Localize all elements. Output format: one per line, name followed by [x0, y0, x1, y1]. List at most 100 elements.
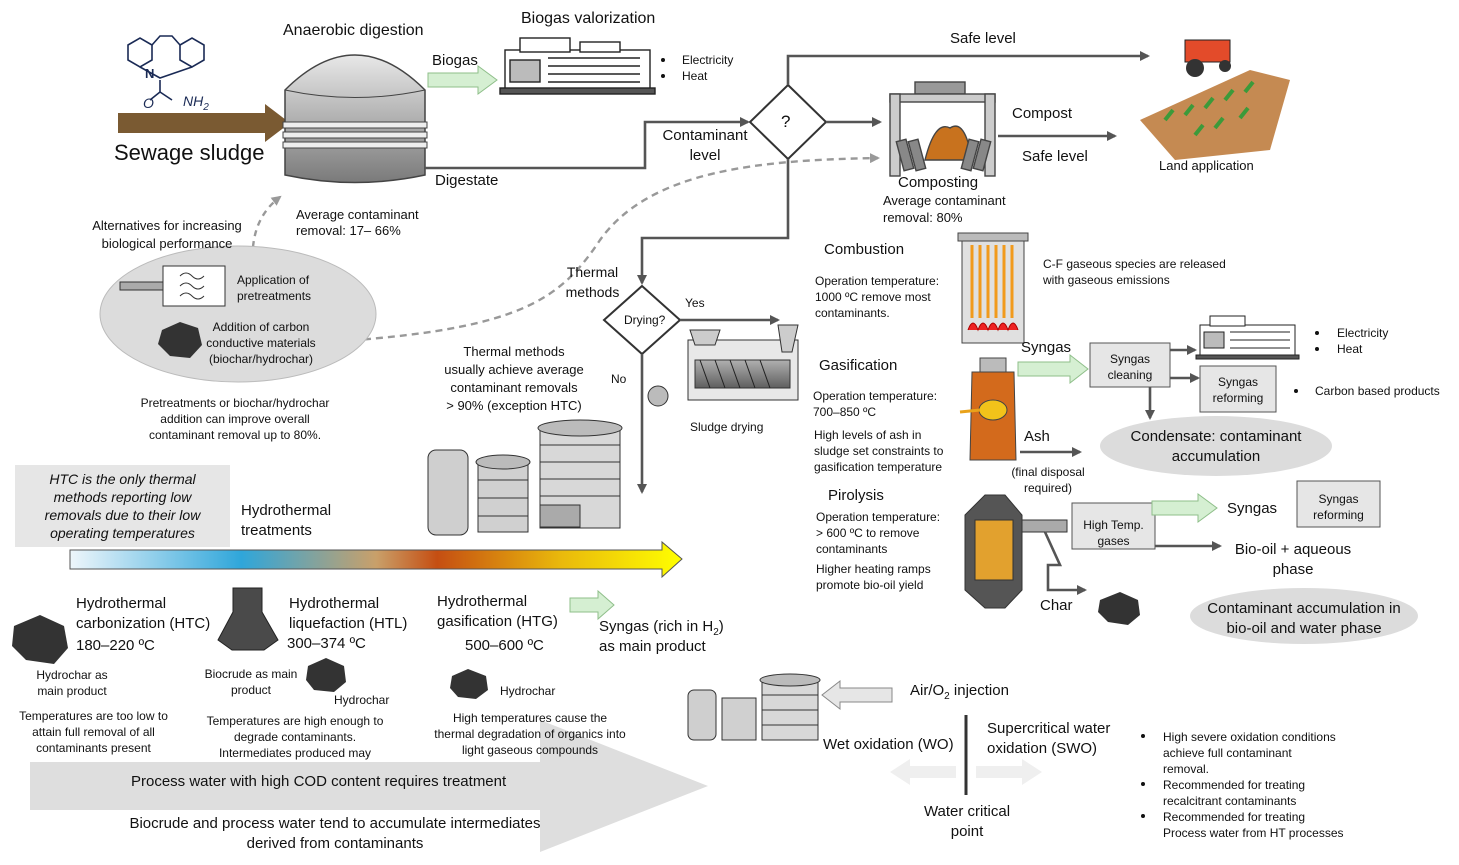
combustion-gas-note: C-F gaseous species are released with ga… [1043, 257, 1226, 287]
htl-temp: 300–374 ºC [287, 635, 366, 652]
final-disposal-label: (final disposal required) [1011, 465, 1085, 495]
safe-level-line [786, 51, 1150, 85]
combustion-title: Combustion [824, 241, 905, 258]
anaerobic-digestion-label: Anaerobic digestion [283, 22, 424, 39]
htc-hydrochar-icon [12, 615, 68, 664]
decision-question-mark: ? [781, 112, 791, 131]
htl-title: Hydrothermal liquefaction (HTL) [289, 595, 408, 632]
pyrolysis-reactor-icon [964, 494, 1087, 609]
thermal-methods-label: Thermal methods [565, 264, 620, 300]
biocrude-note: Biocrude and process water tend to accum… [129, 815, 541, 852]
alternatives-note: Pretreatments or biochar/hydrochar addit… [140, 396, 330, 442]
sludge-dryer-icon [647, 324, 799, 407]
high-temp-gases-label: High Temp. gases [1083, 518, 1144, 548]
syngas-main-label: Syngas (rich in H2) [599, 618, 724, 638]
pyrolysis-op: Operation temperature: > 600 ºC to remov… [816, 510, 941, 556]
pyrolysis-ramps: Higher heating ramps promote bio-oil yie… [816, 562, 931, 592]
gasification-title: Gasification [819, 357, 898, 374]
carbamazepine-molecule-icon [127, 35, 205, 101]
high-temp-gases-box [1071, 502, 1156, 550]
alternatives-header: Alternatives for increasing biological p… [92, 218, 242, 251]
contaminant-level-label: Contaminant level [662, 127, 748, 164]
molecule-nh2-label: NH2 [183, 93, 209, 113]
composting-icon [889, 81, 996, 177]
pretreatments-label: Application of pretreatments [237, 273, 312, 303]
sewage-sludge-arrow [118, 104, 290, 142]
gasification-ash-note: High levels of ash in sludge set constra… [814, 428, 944, 474]
htl-hydrochar-icon [306, 658, 346, 692]
syngas-reforming-box-2 [1296, 480, 1381, 528]
htl-product: Biocrude as main product [204, 667, 298, 697]
tractor-field-icon [1140, 39, 1290, 160]
htg-hydrochar-icon [450, 669, 488, 699]
biochar-icon [158, 322, 202, 358]
sludge-drying-label: Sludge drying [690, 420, 764, 434]
oxidation-bullet-3: Recommended for treating Process water f… [1163, 810, 1344, 840]
ad-removal-label: Average contaminant removal: 17– 66% [296, 207, 419, 238]
safe-level-right-label: Safe level [1022, 148, 1088, 165]
pretreatment-device-icon [119, 265, 226, 307]
oxidation-bullet-2: Recommended for treating recalcitrant co… [1163, 778, 1306, 808]
char-label: Char [1040, 597, 1073, 614]
carbon-materials-label: Addition of carbon conductive materials … [206, 320, 316, 366]
heat-label: Heat [682, 69, 708, 83]
digestate-line [425, 117, 750, 170]
combustion-furnace-icon [957, 232, 1029, 344]
gasifier-icon [959, 357, 1017, 461]
water-critical-point-label: Water critical point [923, 803, 1011, 840]
drying-label: Drying? [624, 313, 666, 327]
wet-oxidation-label: Wet oxidation (WO) [823, 736, 954, 753]
htc-note-box [15, 465, 230, 547]
htg-temp: 500–600 ºC [465, 637, 544, 654]
htc-note: HTC is the only thermal methods reportin… [44, 471, 201, 541]
compost-label: Compost [1012, 105, 1073, 122]
htl-hydrochar: Hydrochar [334, 693, 390, 707]
hydrothermal-plant-icon [427, 419, 623, 536]
pyrolysis-reforming-label: Syngas reforming [1313, 492, 1364, 522]
htc-note-2: Temperatures are too low to attain full … [19, 709, 168, 755]
swo-label: Supercritical water oxidation (SWO) [987, 720, 1111, 757]
pyrolysis-syngas-label: Syngas [1227, 500, 1278, 517]
pyrolysis-title: Pirolysis [828, 487, 884, 504]
syngas-cleaning-box [1089, 342, 1171, 388]
composting-label: Composting [898, 174, 979, 191]
molecule-o-label: O [143, 95, 154, 111]
htc-product: Hydrochar as main product [36, 668, 108, 698]
accumulation-label: Contaminant accumulation in bio-oil and … [1207, 600, 1401, 637]
ash-label: Ash [1024, 428, 1050, 445]
oxidation-bullet-1: High severe oxidation conditions achieve… [1163, 730, 1336, 776]
process-water-label: Process water with high COD content requ… [131, 773, 507, 790]
combustion-op: Operation temperature: 1000 ºC remove mo… [815, 274, 940, 320]
gas-electricity-label: Electricity [1337, 326, 1389, 340]
syngas-reforming-box [1199, 365, 1277, 413]
electricity-label: Electricity [682, 53, 734, 67]
htc-temp: 180–220 ºC [76, 637, 155, 654]
hydrothermal-treatments-label: Hydrothermal treatments [241, 502, 332, 539]
air-injection-label: Air/O2 injection [910, 682, 1009, 702]
htc-title: Hydrothermal carbonization (HTC) [76, 595, 211, 632]
flask-icon [217, 587, 279, 651]
process-water-arrow [30, 720, 708, 852]
biogas-arrow [427, 65, 498, 95]
yes-label: Yes [685, 296, 705, 310]
accumulation-ellipse [1190, 588, 1418, 644]
htg-hydrochar: Hydrochar [500, 684, 556, 698]
sewage-sludge-label: Sewage sludge [114, 140, 265, 165]
no-label: No [611, 372, 627, 386]
syngas-reforming-label: Syngas reforming [1212, 375, 1264, 405]
temperature-gradient-arrow [69, 540, 683, 579]
syngas-cleaning-label: Syngas cleaning [1107, 352, 1153, 382]
gas-heat-label: Heat [1337, 342, 1363, 356]
land-application-label: Land application [1159, 158, 1254, 173]
composting-removal-label: Average contaminant removal: 80% [883, 193, 1006, 225]
syngas-main-label-2: as main product [599, 638, 706, 655]
condensate-label: Condensate: contaminant accumulation [1130, 428, 1302, 465]
generator-small-icon [1195, 315, 1300, 360]
gasification-op: Operation temperature: 700–850 ºC [813, 389, 938, 419]
molecule-n-label: N [145, 66, 155, 81]
htl-note: Temperatures are high enough to degrade … [206, 714, 384, 760]
thermal-summary: Thermal methods usually achieve average … [444, 344, 584, 413]
gasification-syngas-label: Syngas [1021, 339, 1072, 356]
